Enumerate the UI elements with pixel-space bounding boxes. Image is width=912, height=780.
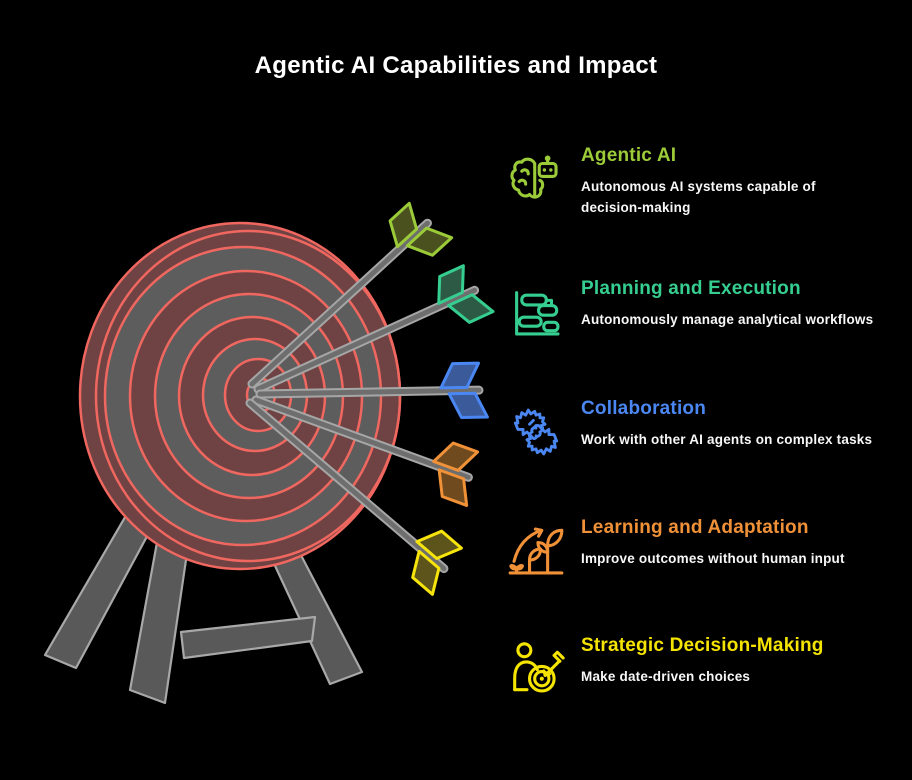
item-description: Autonomously manage analytical workflows bbox=[581, 312, 874, 327]
item-title: Collaboration bbox=[581, 398, 707, 419]
gantt-chart-icon bbox=[505, 281, 567, 345]
fletching-upper bbox=[415, 529, 463, 561]
easel-stand bbox=[43, 510, 364, 705]
arrows bbox=[245, 201, 495, 596]
list-item-collaboration: Collaboration Work with other AI agents … bbox=[505, 398, 897, 465]
growth-plant-icon bbox=[505, 520, 567, 584]
dartboard-illustration bbox=[43, 201, 495, 705]
item-description: Improve outcomes without human input bbox=[581, 551, 845, 566]
list-item-planning-execution: Planning and Execution Autonomously mana… bbox=[505, 278, 897, 345]
item-title: Agentic AI bbox=[581, 145, 677, 166]
fletching-lower bbox=[405, 226, 454, 257]
item-description: Make date-driven choices bbox=[581, 669, 751, 684]
arrow-yellow bbox=[245, 398, 463, 596]
item-title: Learning and Adaptation bbox=[581, 517, 809, 538]
fletching-lower bbox=[447, 391, 489, 419]
list-item-strategic-decision-making: Strategic Decision-Making Make date-driv… bbox=[505, 635, 897, 702]
brain-robot-icon bbox=[505, 148, 567, 212]
fletching-upper bbox=[439, 361, 480, 390]
easel-crossbar bbox=[179, 615, 317, 660]
item-title: Planning and Execution bbox=[581, 278, 801, 299]
list-item-agentic-ai: Agentic AI Autonomous AI systems capable… bbox=[505, 145, 897, 219]
fletching-upper bbox=[437, 264, 465, 305]
collaboration-hands-icon bbox=[505, 401, 567, 465]
page-title: Agentic AI Capabilities and Impact bbox=[254, 52, 658, 79]
arrow-blue bbox=[255, 361, 489, 419]
person-target-icon bbox=[505, 638, 567, 702]
fletching-lower bbox=[411, 549, 441, 596]
item-title: Strategic Decision-Making bbox=[581, 635, 824, 656]
arrow-orange bbox=[251, 395, 480, 507]
arrow-emerald bbox=[253, 264, 495, 394]
item-description: Autonomous AI systems capable of decisio… bbox=[581, 179, 816, 215]
item-description: Work with other AI agents on complex tas… bbox=[581, 432, 873, 447]
fletching-upper bbox=[388, 201, 419, 249]
fletching-upper bbox=[432, 441, 480, 472]
fletching-lower bbox=[447, 293, 495, 324]
fletching-lower bbox=[437, 468, 469, 507]
arrow-lime bbox=[247, 201, 454, 389]
list-item-learning-adaptation: Learning and Adaptation Improve outcomes… bbox=[505, 517, 897, 584]
